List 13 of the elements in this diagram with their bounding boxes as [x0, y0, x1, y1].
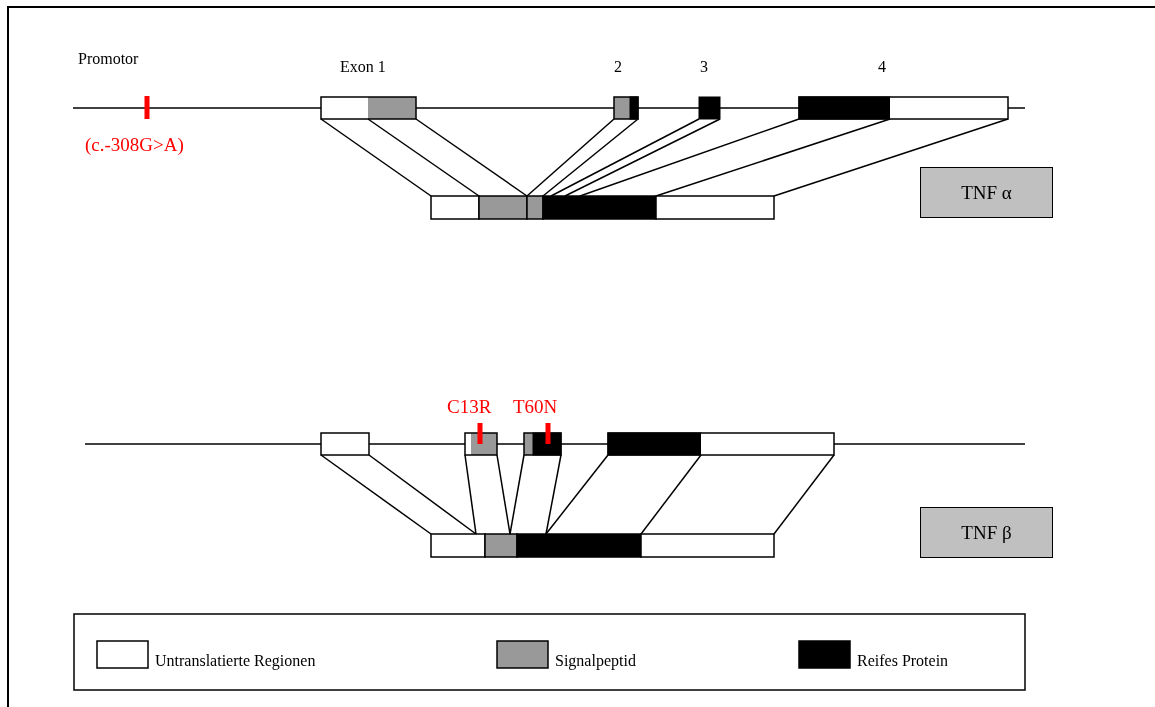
exon-label: 4: [878, 59, 886, 75]
region-label: Promotor: [78, 51, 139, 67]
mutation-label: (c.-308G>A): [85, 135, 184, 154]
legend-label: Signalpeptid: [555, 653, 636, 669]
exon-label: Exon 1: [340, 59, 386, 75]
mutation-label: T60N: [513, 397, 558, 416]
exon-label: 2: [614, 59, 622, 75]
legend-label: Reifes Protein: [857, 653, 949, 669]
exon-label: 3: [700, 59, 708, 75]
gene-name-box: TNF β: [920, 507, 1053, 558]
legend-label: Untranslatierte Regionen: [155, 653, 316, 669]
gene-name-box: TNF α: [920, 167, 1053, 218]
mutation-label: C13R: [447, 397, 492, 416]
